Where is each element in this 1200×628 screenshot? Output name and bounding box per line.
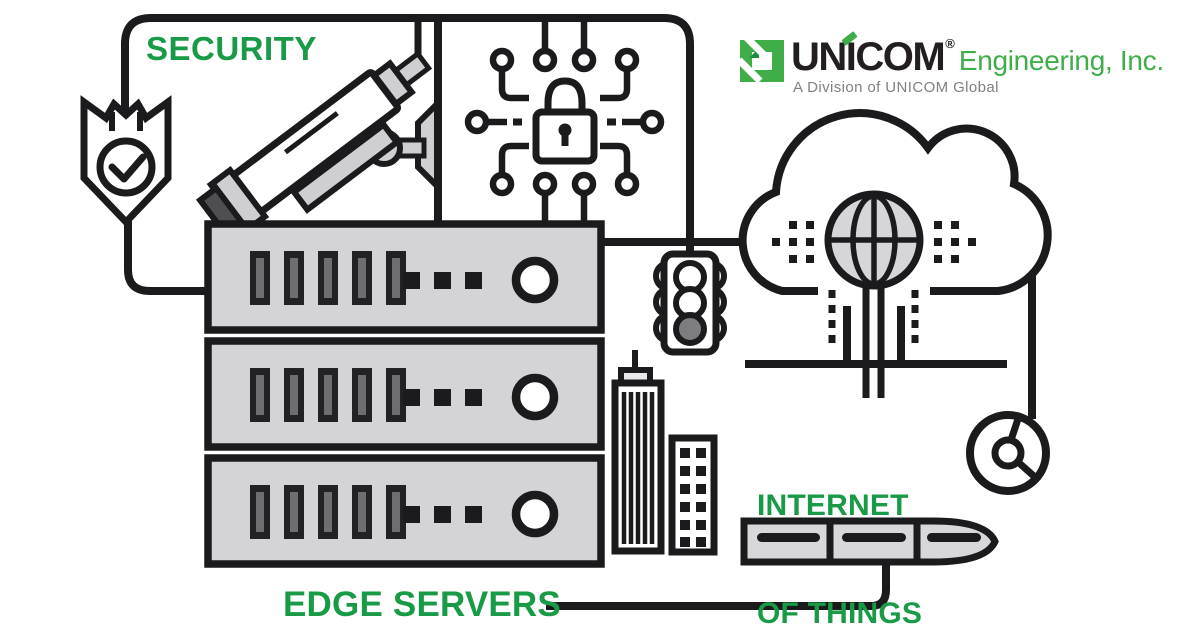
circuit-padlock-icon — [464, 20, 665, 226]
camera-wall-bracket — [415, 96, 440, 194]
unicom-brand-text: UNICOM — [791, 31, 946, 77]
bullet-train-icon — [740, 517, 999, 566]
unicom-logo: UNICOM ® Engineering, Inc. A Division of… — [738, 31, 1164, 96]
server-power-button — [511, 256, 559, 304]
server-drive-slots — [250, 251, 406, 305]
office-building-icon — [668, 434, 718, 556]
server-dots — [403, 389, 482, 406]
skyscraper-icon — [611, 350, 665, 555]
cloud-dot-grid-left — [772, 221, 814, 263]
wire-edge-to-train — [546, 564, 890, 610]
building-windows — [680, 448, 706, 547]
server-dots — [403, 272, 482, 289]
padlock-shackle — [544, 77, 586, 112]
registered-mark: ® — [945, 36, 955, 51]
server-dots — [403, 506, 482, 523]
unicom-logo-mark — [738, 39, 784, 83]
edge-server-unit — [204, 220, 605, 334]
unicom-logo-row: UNICOM ® Engineering, Inc. — [791, 31, 1164, 77]
shield-check-icon — [80, 95, 172, 228]
data-disc-icon — [966, 411, 1050, 495]
unicom-logo-text: UNICOM ® Engineering, Inc. A Division of… — [791, 31, 1164, 96]
globe-icon — [824, 190, 924, 290]
unicom-tagline: A Division of UNICOM Global — [793, 79, 999, 96]
internet-of-things-label: INTERNET OF THINGS — [757, 416, 922, 628]
cctv-camera-icon — [195, 50, 440, 242]
server-drive-slots — [250, 368, 406, 422]
wire-top-loop — [121, 14, 694, 242]
check-mark — [108, 153, 147, 183]
wire-shield-to-server — [124, 218, 210, 295]
edge-server-rack — [204, 220, 605, 568]
server-power-button — [511, 373, 559, 421]
train-windows — [757, 533, 981, 542]
shield-circle — [96, 137, 156, 197]
security-label: SECURITY — [146, 30, 317, 67]
traffic-light-icon — [653, 250, 727, 356]
cloud-stems — [745, 284, 1007, 398]
cloud-dot-grid-right — [934, 221, 976, 263]
camera-under-arm — [289, 120, 402, 214]
edge-servers-label: EDGE SERVERS — [283, 585, 561, 624]
edge-server-unit — [204, 454, 605, 568]
iot-label-line1: INTERNET — [757, 489, 909, 522]
server-drive-slots — [250, 485, 406, 539]
unicom-suffix-text: Engineering, Inc. — [958, 45, 1164, 76]
edge-server-unit — [204, 337, 605, 451]
iot-label-line2: OF THINGS — [757, 597, 923, 628]
server-power-button — [511, 490, 559, 538]
iot-cloud-globe-icon — [738, 109, 1052, 398]
